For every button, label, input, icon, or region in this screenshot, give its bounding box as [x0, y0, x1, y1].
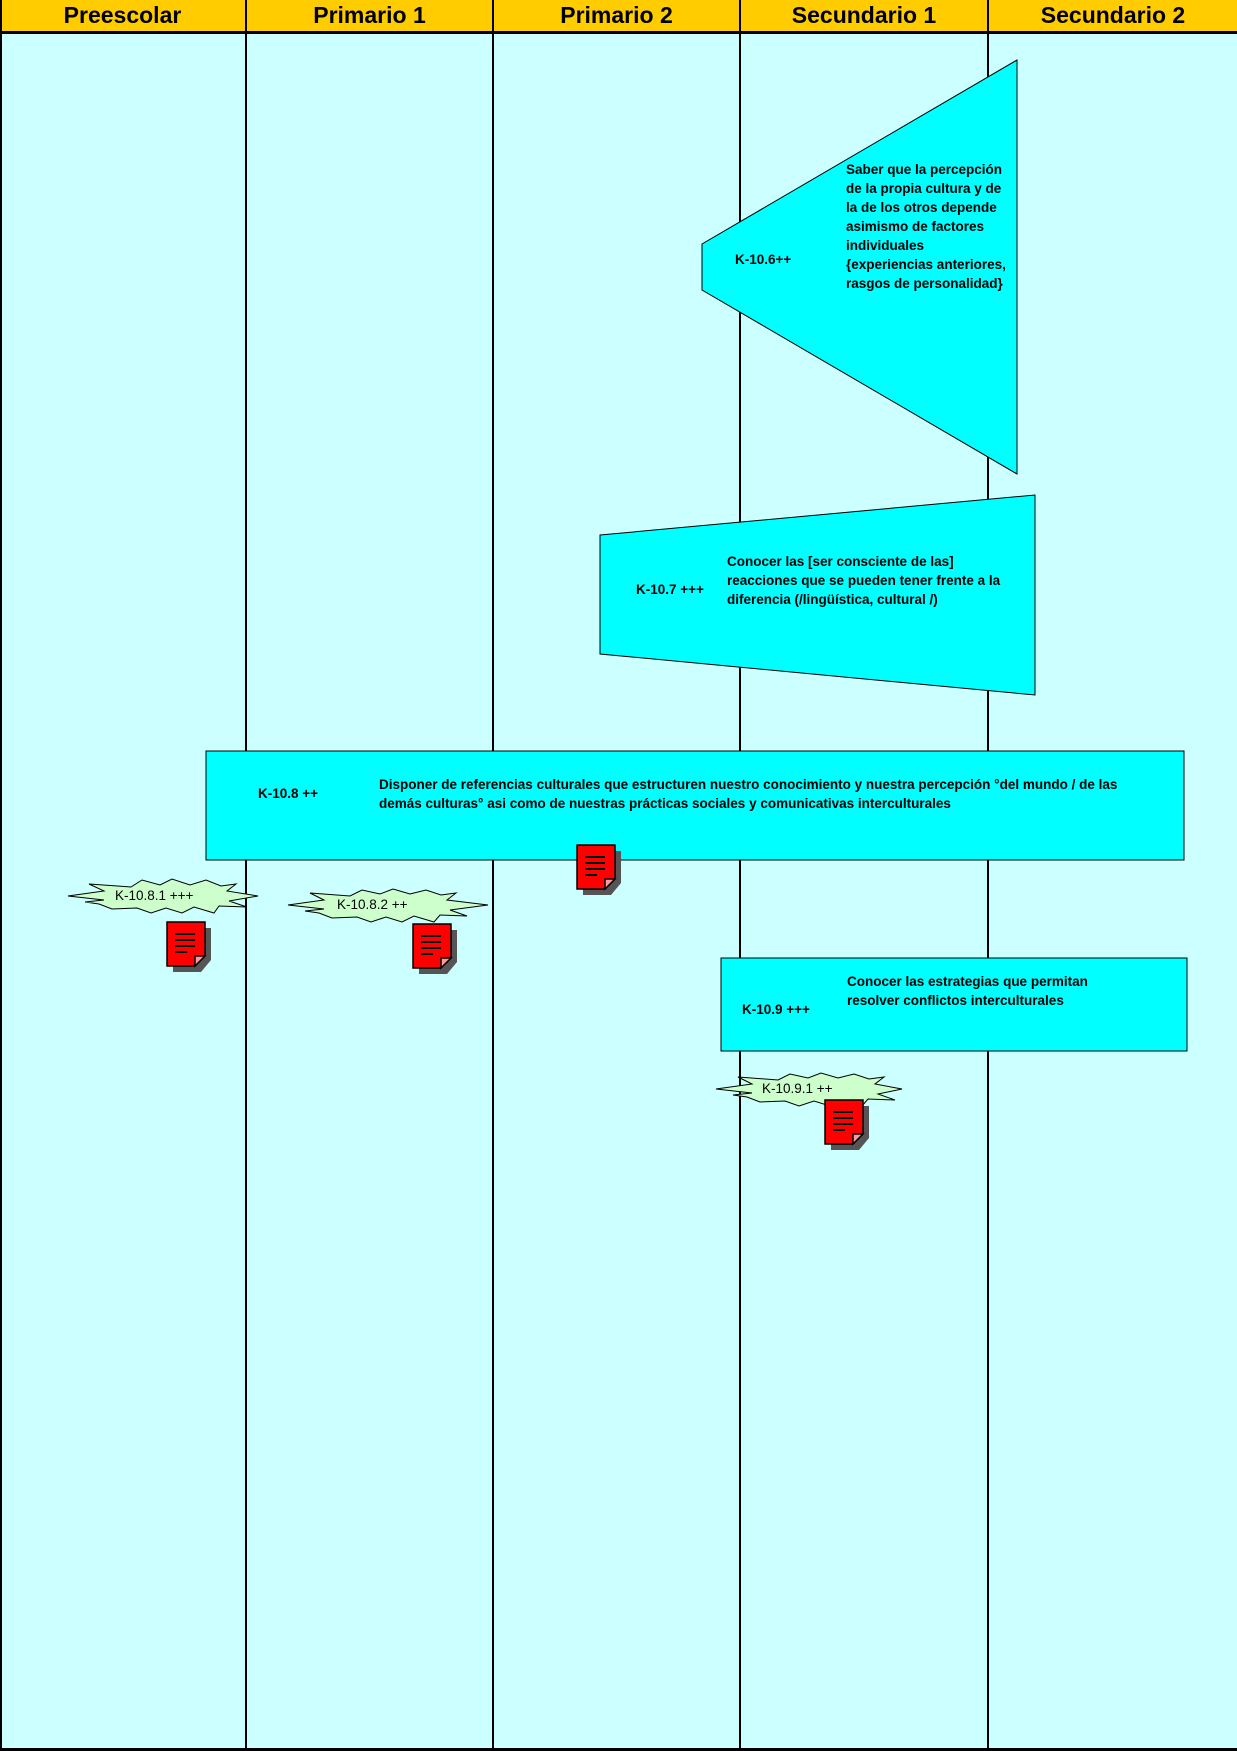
board-bottom-edge — [0, 1748, 1237, 1751]
k-10-8-text: Disponer de referencias culturales que e… — [379, 777, 1118, 811]
k-10-8-code: K-10.8 ++ — [258, 786, 319, 801]
column-header-primario-2: Primario 2 — [494, 0, 741, 34]
k-10-9-1-starburst[interactable] — [715, 1072, 903, 1107]
k-10-8-1-starburst[interactable] — [67, 878, 259, 914]
document-icon[interactable] — [823, 1098, 869, 1150]
column-divider — [739, 34, 741, 1751]
board-left-edge — [0, 0, 2, 1751]
k-10-9-text: Conocer las estrategias que permitan res… — [847, 974, 1088, 1008]
k-10-6-text: Saber que la percepción de la propia cul… — [846, 162, 1006, 291]
column-header-preescolar: Preescolar — [0, 0, 247, 34]
k-10-8-2-label: K-10.8.2 ++ — [337, 897, 408, 912]
k-10-9-code: K-10.9 +++ — [742, 1002, 810, 1017]
k-10-7-text: Conocer las [ser consciente de las] reac… — [727, 554, 1001, 607]
column-header-secundario-2: Secundario 2 — [989, 0, 1237, 34]
k-10-6-code: K-10.6++ — [735, 252, 792, 267]
column-divider — [492, 34, 494, 1751]
document-icon[interactable] — [411, 922, 457, 974]
document-icon[interactable] — [575, 843, 621, 895]
k-10-7-shape[interactable] — [599, 494, 1036, 696]
k-10-8-shape[interactable] — [205, 750, 1185, 861]
document-icon[interactable] — [165, 920, 211, 972]
column-header-primario-1: Primario 1 — [247, 0, 494, 34]
k-10-6-shape[interactable] — [701, 59, 1018, 475]
k-10-8-1-label: K-10.8.1 +++ — [115, 888, 194, 903]
k-10-9-shape[interactable] — [720, 957, 1188, 1052]
k-10-9-1-label: K-10.9.1 ++ — [762, 1081, 833, 1096]
column-divider — [987, 34, 989, 1751]
column-header-secundario-1: Secundario 1 — [741, 0, 989, 34]
k-10-7-code: K-10.7 +++ — [636, 582, 704, 597]
k-10-8-2-starburst[interactable] — [287, 888, 489, 923]
column-divider — [245, 34, 247, 1751]
